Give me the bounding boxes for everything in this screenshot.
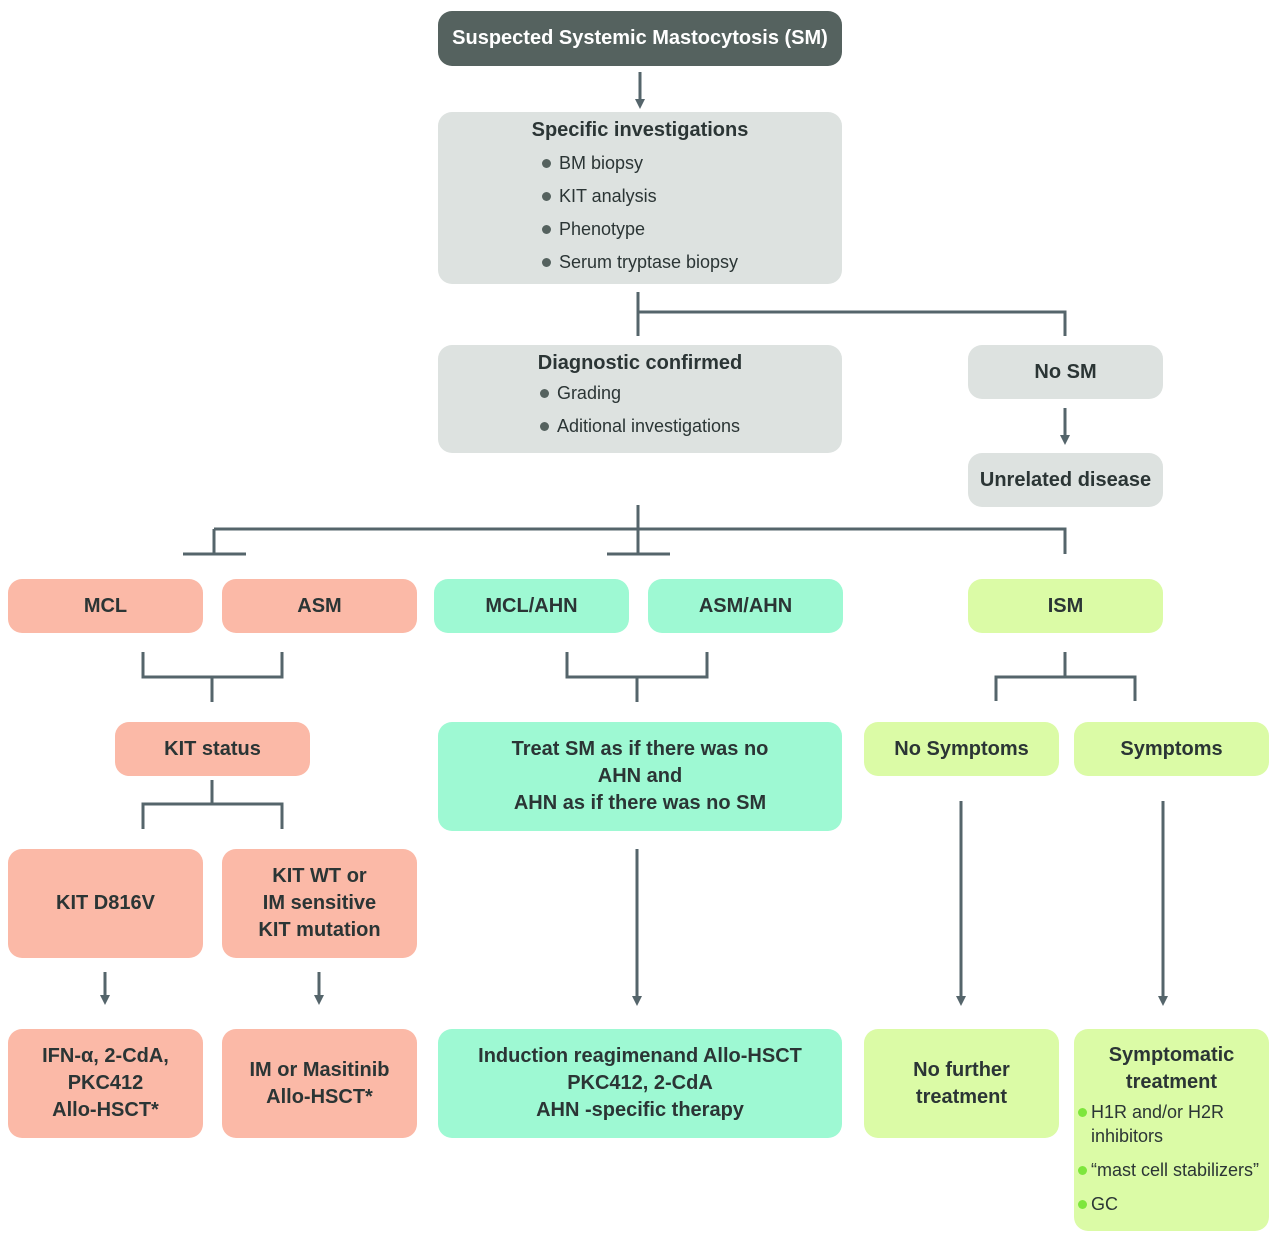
unrelated-disease-node: Unrelated disease [968, 453, 1163, 507]
no-symptoms-node: No Symptoms [864, 722, 1059, 776]
bullet-icon [541, 159, 551, 168]
symptomatic-treatment-node: Symptomatic treatment H1R and/or H2R inh… [1074, 1029, 1269, 1231]
asm-node: ASM [222, 579, 417, 633]
list-item: Aditional investigations [539, 410, 740, 443]
list-item: KIT analysis [541, 180, 738, 213]
symptomatic-list: H1R and/or H2R inhibitors “mast cell sta… [1074, 1100, 1259, 1216]
connector-mcl-asm-join [141, 652, 284, 702]
list-item: Phenotype [541, 213, 738, 246]
list-item: GC [1078, 1192, 1259, 1216]
start-node: Suspected Systemic Mastocytosis (SM) [438, 11, 842, 66]
list-item: “mast cell stabilizers” [1078, 1158, 1259, 1182]
connector-investigations-split [636, 292, 1067, 336]
no-sm-node: No SM [968, 345, 1163, 399]
asm-ahn-node: ASM/AHN [648, 579, 843, 633]
diagnostic-confirmed-node: Diagnostic confirmed Grading Aditional i… [438, 345, 842, 453]
bullet-icon [1078, 1165, 1087, 1175]
bullet-icon [541, 225, 551, 234]
bullet-icon [539, 422, 549, 431]
list-item: H1R and/or H2R inhibitors [1078, 1100, 1259, 1148]
bullet-icon [1078, 1199, 1087, 1209]
connector-kit-status-split [141, 780, 284, 829]
investigations-list: BM biopsy KIT analysis Phenotype Serum t… [541, 147, 738, 279]
treatment-d816v-node: IFN-α, 2-CdA, PKC412 Allo-HSCT* [8, 1029, 203, 1138]
kit-status-node: KIT status [115, 722, 310, 776]
connector-ahn-join [565, 652, 709, 702]
bullet-icon [1078, 1108, 1087, 1117]
list-item: Serum tryptase biopsy [541, 246, 738, 279]
ism-node: ISM [968, 579, 1163, 633]
investigations-title: Specific investigations [531, 119, 749, 141]
no-further-treatment-node: No further treatment [864, 1029, 1059, 1138]
kit-d816v-node: KIT D816V [8, 849, 203, 958]
specific-investigations-node: Specific investigations BM biopsy KIT an… [438, 112, 842, 284]
ahn-treatment-rule-node: Treat SM as if there was no AHN and AHN … [438, 722, 842, 831]
bullet-icon [539, 389, 549, 398]
mcl-node: MCL [8, 579, 203, 633]
diagnostic-list: Grading Aditional investigations [539, 377, 740, 443]
connector-diagnostic-split [183, 505, 1067, 556]
start-label: Suspected Systemic Mastocytosis (SM) [452, 27, 828, 49]
bullet-icon [541, 258, 551, 267]
diagnostic-title: Diagnostic confirmed [537, 352, 743, 374]
list-item: Grading [539, 377, 740, 410]
bullet-icon [541, 192, 551, 201]
kit-wt-node: KIT WT or IM sensitive KIT mutation [222, 849, 417, 958]
mcl-ahn-node: MCL/AHN [434, 579, 629, 633]
symptoms-node: Symptoms [1074, 722, 1269, 776]
connector-ism-split [994, 652, 1137, 701]
treatment-kit-wt-node: IM or Masitinib Allo-HSCT* [222, 1029, 417, 1138]
list-item: BM biopsy [541, 147, 738, 180]
ahn-treatment-node: Induction reagimenand Allo-HSCT PKC412, … [438, 1029, 842, 1138]
